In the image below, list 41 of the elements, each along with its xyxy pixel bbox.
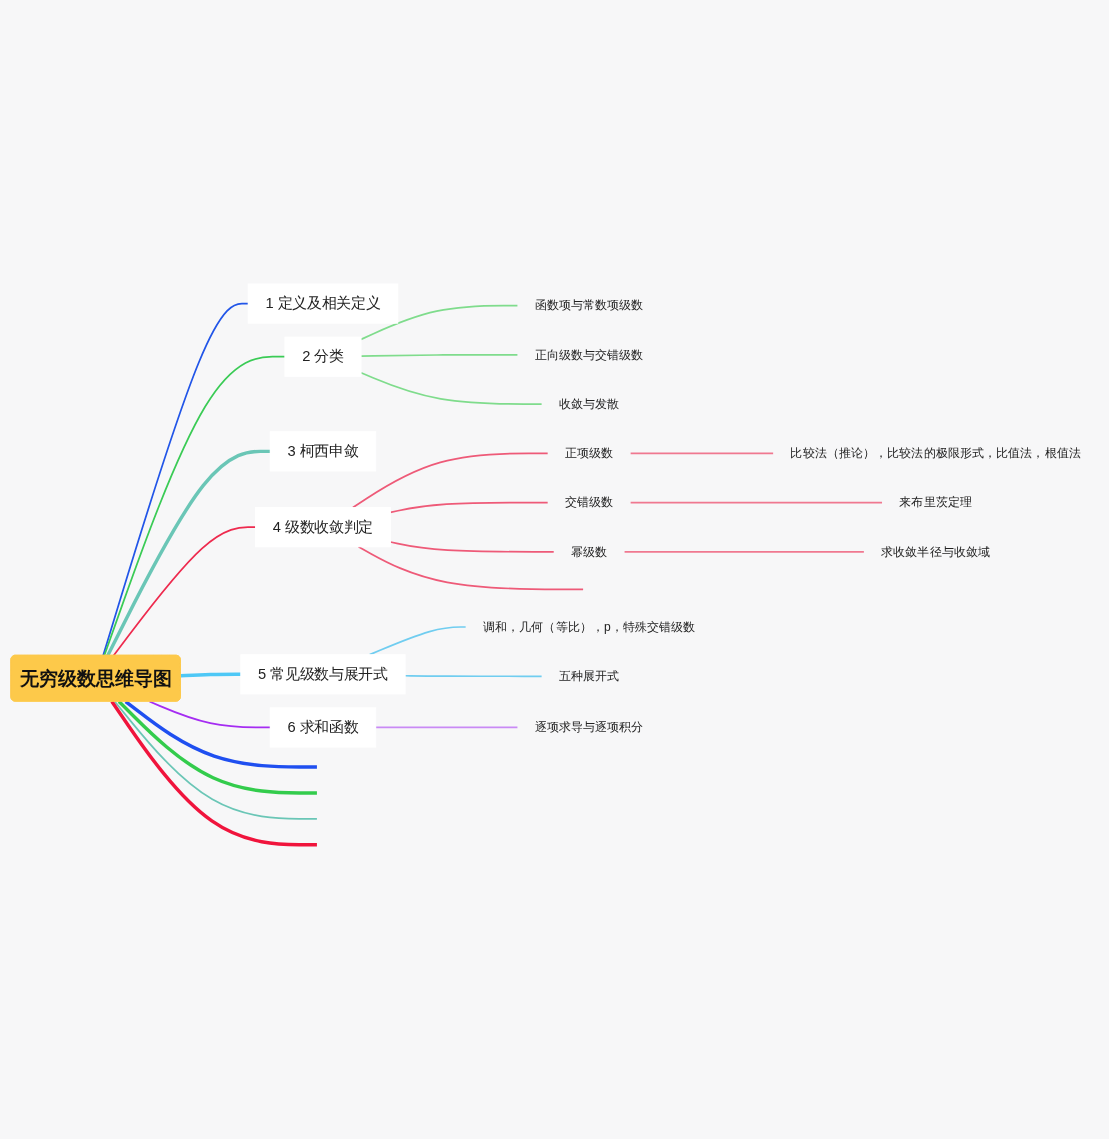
branch-line [357, 546, 584, 591]
node-text: 函数项与常数项级数 [534, 298, 644, 313]
node-text: 正项级数 [564, 446, 614, 460]
branch-line [180, 672, 241, 678]
node-text: 求收敛半径与收敛域 [881, 544, 991, 559]
node-box: 1 定义及相关定义 [247, 283, 399, 324]
branch-line [117, 700, 317, 795]
node-box: 5 常见级数与展开式 [240, 654, 406, 695]
node-text: 五种展开式 [558, 669, 620, 683]
branch-line [404, 675, 543, 678]
branch-line [103, 356, 286, 657]
branch-line [360, 372, 543, 406]
branch-line [102, 302, 249, 657]
branch-line [110, 700, 317, 847]
branch-line [368, 626, 467, 656]
branch-line [360, 354, 519, 358]
branch-line [124, 700, 317, 769]
branch-line [374, 726, 519, 729]
branch-line [629, 501, 883, 504]
branch-line [629, 452, 774, 455]
node-text: 幂级数 [571, 544, 608, 559]
branch-line [112, 526, 257, 657]
branch-line [113, 700, 318, 820]
node-text: 正向级数与交错级数 [534, 347, 644, 362]
node-text: 比较法（推论），比较法的极限形式，比值法，根值法 [790, 446, 1081, 460]
node-box: 6 求和函数 [269, 707, 377, 748]
branch-line [148, 700, 272, 729]
node-text: 收敛与发散 [558, 396, 620, 411]
branch-line [389, 501, 549, 514]
branch-line [106, 449, 271, 657]
branch-line [360, 304, 519, 341]
node-text: 调和，几何（等比），p，特殊交错级数 [482, 619, 696, 634]
node-text: 逐项求导与逐项积分 [534, 720, 644, 735]
node-box: 4 级数收敛判定 [255, 507, 391, 548]
node-box: 3 柯西申敛 [269, 431, 377, 472]
branch-line [389, 541, 555, 553]
branch-line [352, 452, 549, 509]
node-box: 2 分类 [284, 336, 362, 377]
node-text: 来布里茨定理 [899, 495, 972, 510]
node-text: 交错级数 [564, 495, 614, 510]
branch-line [623, 551, 865, 553]
